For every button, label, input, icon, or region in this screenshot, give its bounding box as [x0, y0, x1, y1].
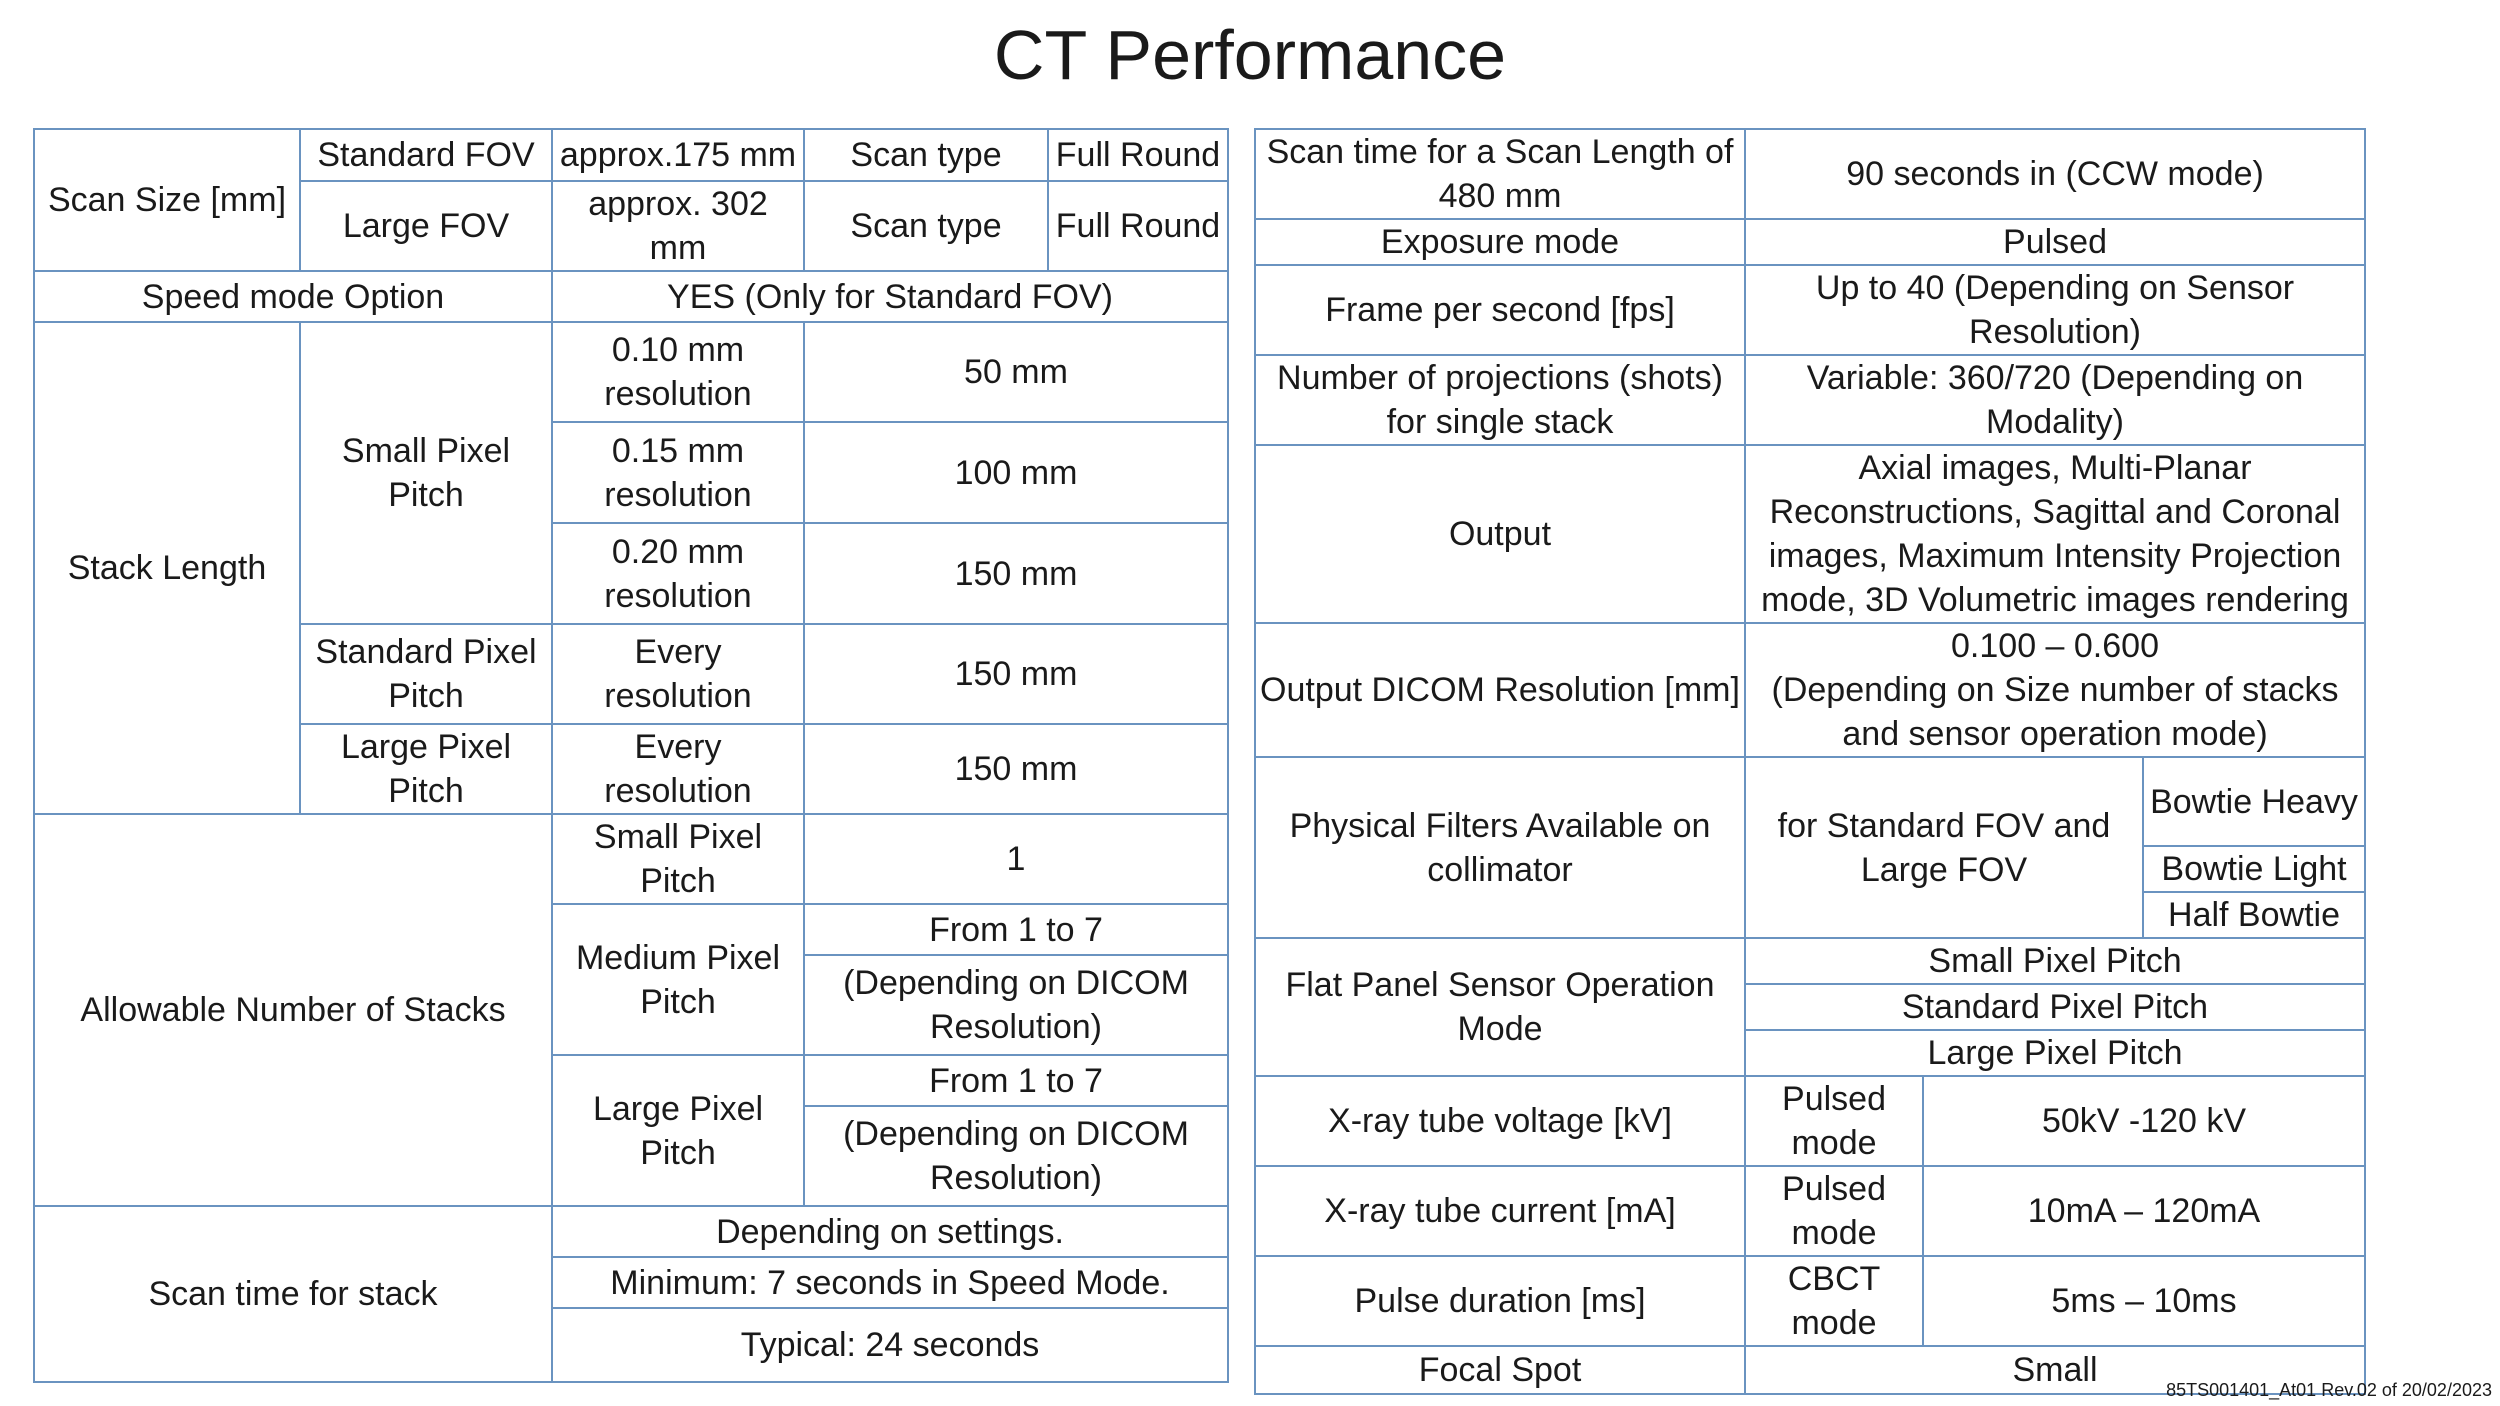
filter-bowtie-heavy: Bowtie Heavy: [2141, 756, 2367, 847]
sensor-mode-small: Small Pixel Pitch: [1743, 937, 2367, 985]
sensor-mode-large: Large Pixel Pitch: [1743, 1029, 2367, 1077]
large-fov-value: approx. 302 mm: [551, 180, 805, 272]
small-pixel-pitch-label: Small Pixel Pitch: [299, 321, 553, 625]
tube-voltage-label: X-ray tube voltage [kV]: [1254, 1075, 1746, 1167]
stack-length-value: 150 mm: [803, 623, 1229, 725]
exposure-mode-value: Pulsed: [1743, 218, 2367, 266]
stacks-label: Allowable Number of Stacks: [33, 813, 553, 1207]
tube-current-label: X-ray tube current [mA]: [1254, 1165, 1746, 1257]
speed-mode-label: Speed mode Option: [33, 270, 553, 323]
output-value: Axial images, Multi-Planar Reconstructio…: [1743, 444, 2367, 624]
tube-current-mode: Pulsed mode: [1744, 1165, 1924, 1257]
pulse-duration-label: Pulse duration [ms]: [1254, 1255, 1746, 1347]
fps-label: Frame per second [fps]: [1254, 264, 1746, 356]
resolution-label: 0.15 mm resolution: [551, 421, 805, 524]
standard-fov-value: approx.175 mm: [551, 128, 805, 182]
filter-bowtie-light: Bowtie Light: [2141, 845, 2367, 893]
large-pixel-pitch-label: Large Pixel Pitch: [551, 1054, 805, 1207]
sensor-mode-label: Flat Panel Sensor Operation Mode: [1254, 937, 1746, 1077]
scan-time-480-value: 90 seconds in (CCW mode): [1743, 128, 2367, 220]
stack-length-label: Stack Length: [33, 321, 301, 815]
dicom-resolution-value: 0.100 – 0.600 (Depending on Size number …: [1743, 622, 2367, 758]
pulse-duration-mode: CBCT mode: [1744, 1255, 1924, 1347]
stacks-range: From 1 to 7: [803, 1054, 1229, 1107]
output-label: Output: [1254, 444, 1746, 624]
resolution-label: Every resolution: [551, 723, 805, 815]
stacks-value: 1: [803, 813, 1229, 905]
exposure-mode-label: Exposure mode: [1254, 218, 1746, 266]
scan-time-480-label: Scan time for a Scan Length of 480 mm: [1254, 128, 1746, 220]
speed-mode-value: YES (Only for Standard FOV): [551, 270, 1229, 323]
scan-time-label: Scan time for stack: [33, 1205, 553, 1383]
projections-value: Variable: 360/720 (Depending on Modality…: [1743, 354, 2367, 446]
scan-time-line: Typical: 24 seconds: [551, 1307, 1229, 1383]
system-specs-table: Scan time for a Scan Length of 480 mm 90…: [1254, 128, 2367, 1395]
stacks-note: (Depending on DICOM Resolution): [803, 954, 1229, 1056]
stacks-range: From 1 to 7: [803, 903, 1229, 956]
projections-label: Number of projections (shots) for single…: [1254, 354, 1746, 446]
stack-length-value: 150 mm: [803, 723, 1229, 815]
filter-half-bowtie: Half Bowtie: [2141, 891, 2367, 939]
scan-type-value: Full Round: [1047, 180, 1229, 272]
resolution-label: 0.20 mm resolution: [551, 522, 805, 625]
standard-pixel-pitch-label: Standard Pixel Pitch: [299, 623, 553, 725]
large-fov-label: Large FOV: [299, 180, 553, 272]
sensor-mode-standard: Standard Pixel Pitch: [1743, 983, 2367, 1031]
medium-pixel-pitch-label: Medium Pixel Pitch: [551, 903, 805, 1056]
standard-fov-label: Standard FOV: [299, 128, 553, 182]
scan-size-label: Scan Size [mm]: [33, 128, 301, 272]
scan-type-label: Scan type: [803, 180, 1049, 272]
focal-spot-value: Small: [1743, 1345, 2367, 1395]
scan-type-label: Scan type: [803, 128, 1049, 182]
pulse-duration-value: 5ms – 10ms: [1921, 1255, 2367, 1347]
tube-voltage-mode: Pulsed mode: [1744, 1075, 1924, 1167]
document-footer: 85TS001401_At01 Rev.02 of 20/02/2023: [2166, 1380, 2492, 1400]
small-pixel-pitch-label: Small Pixel Pitch: [551, 813, 805, 905]
filters-label: Physical Filters Available on collimator: [1254, 756, 1746, 939]
stack-length-value: 50 mm: [803, 321, 1229, 423]
stack-length-value: 100 mm: [803, 421, 1229, 524]
tube-voltage-value: 50kV -120 kV: [1921, 1075, 2367, 1167]
scan-type-value: Full Round: [1047, 128, 1229, 182]
filters-fov: for Standard FOV and Large FOV: [1744, 756, 2144, 939]
fps-value: Up to 40 (Depending on Sensor Resolution…: [1743, 264, 2367, 356]
resolution-label: Every resolution: [551, 623, 805, 725]
resolution-label: 0.10 mm resolution: [551, 321, 805, 423]
stacks-note: (Depending on DICOM Resolution): [803, 1105, 1229, 1207]
tube-current-value: 10mA – 120mA: [1921, 1165, 2367, 1257]
scan-time-line: Depending on settings.: [551, 1205, 1229, 1258]
large-pixel-pitch-label: Large Pixel Pitch: [299, 723, 553, 815]
dicom-resolution-note: (Depending on Size number of stacks and …: [1771, 671, 2339, 753]
scan-specs-table: Scan Size [mm] Standard FOV approx.175 m…: [33, 128, 1229, 1383]
focal-spot-label: Focal Spot: [1254, 1345, 1746, 1395]
scan-time-line: Minimum: 7 seconds in Speed Mode.: [551, 1256, 1229, 1309]
dicom-resolution-range: 0.100 – 0.600: [1951, 627, 2159, 665]
page-title: CT Performance: [993, 16, 1507, 94]
dicom-resolution-label: Output DICOM Resolution [mm]: [1254, 622, 1746, 758]
stack-length-value: 150 mm: [803, 522, 1229, 625]
